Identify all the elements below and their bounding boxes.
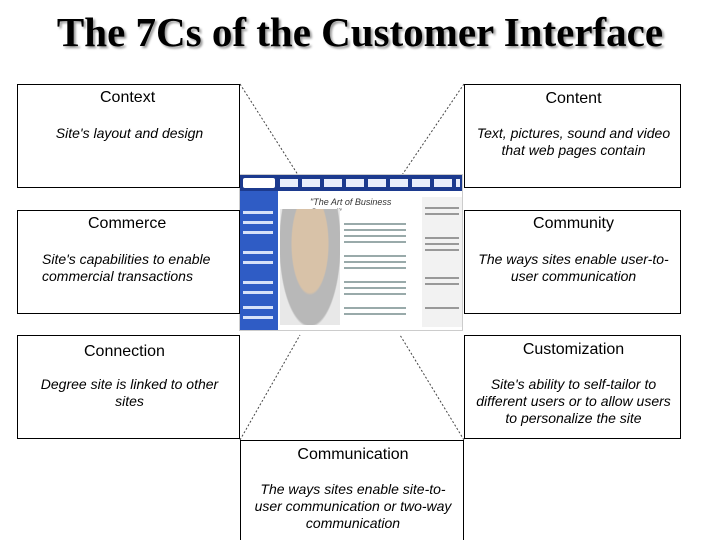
box-context-desc: Site's layout and design [55,125,204,141]
box-commerce: Commerce Site's capabilities to enable c… [17,210,240,314]
site-headline: "The Art of Business Casual" [310,197,392,217]
box-context: Context Site's layout and design [17,84,240,188]
box-customization: Customization Site's ability to self-tai… [464,335,681,439]
site-left-column [240,191,278,330]
connector-customization [399,334,465,441]
box-commerce-head: Commerce [88,215,167,232]
site-photo [280,209,340,325]
box-customization-head: Customization [522,341,625,358]
box-connection-desc: Degree site is linked to other sites [40,376,219,409]
site-right-column [422,197,462,327]
box-community-desc: The ways sites enable user-to-user commu… [478,251,669,284]
site-nav [280,179,460,187]
box-content-desc: Text, pictures, sound and video that web… [476,125,671,158]
website-screenshot: "The Art of Business Casual" [239,174,463,331]
box-customization-desc: Site's ability to self-tailor to differe… [476,376,671,426]
box-context-head: Context [100,89,156,106]
page-title: The 7Cs of the Customer Interface [56,9,664,55]
box-connection: Connection Degree site is linked to othe… [17,335,240,439]
box-content: Content Text, pictures, sound and video … [464,84,681,188]
box-communication: Communication The ways sites enable site… [240,440,464,540]
box-communication-desc: The ways sites enable site-to-user commu… [254,481,452,531]
box-community-head: Community [533,215,614,232]
box-communication-head: Communication [297,446,409,463]
box-community: Community The ways sites enable user-to-… [464,210,681,314]
connector-context [239,83,301,179]
site-logo [243,178,275,188]
connector-content [399,83,465,179]
connector-connection [239,334,301,441]
box-commerce-desc: Site's capabilities to enable commercial… [42,251,211,284]
box-content-head: Content [545,90,602,107]
box-connection-head: Connection [84,343,165,360]
